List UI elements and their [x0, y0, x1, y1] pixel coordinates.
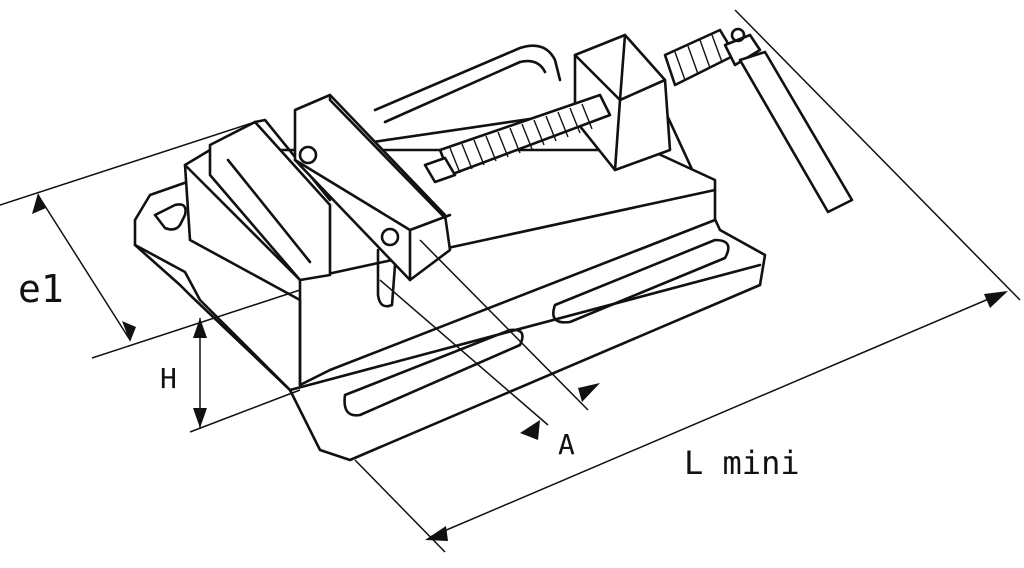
- jaw-pin-lower: [380, 227, 400, 247]
- guide-rail: [373, 44, 562, 124]
- label-l-mini: L mini: [684, 444, 800, 482]
- a-arrow-right: [578, 383, 600, 402]
- e1-arrow-bottom: [122, 321, 136, 342]
- lead-screw: [438, 28, 737, 177]
- a-arrow-left: [520, 420, 540, 440]
- base-slot-left: [153, 203, 187, 231]
- h-arrow-top: [193, 318, 207, 338]
- label-e1: e1: [18, 267, 64, 311]
- base-slot-rear: [552, 238, 730, 324]
- e1-arrow-top: [32, 193, 46, 214]
- label-h: H: [160, 362, 177, 395]
- e1-dimension-line: [37, 194, 131, 341]
- label-a: A: [558, 428, 575, 461]
- h-arrow-bottom: [193, 408, 207, 428]
- vise-illustration: [133, 27, 854, 462]
- l-mini-dimension-line: [429, 291, 1006, 538]
- base-plate-edge: [133, 243, 762, 392]
- l-mini-arrow-right: [984, 291, 1008, 308]
- jaw-pin-upper: [298, 145, 318, 165]
- crank-handle: [723, 27, 854, 214]
- rear-block-edge: [573, 33, 667, 172]
- l-mini-arrow-left: [425, 526, 448, 541]
- moving-jaw-face: [293, 93, 452, 282]
- dimension-labels: e1 H A L mini: [18, 267, 800, 482]
- dimension-lines: [0, 9, 1021, 553]
- base-slot-front: [343, 328, 524, 417]
- moving-jaw-collar: [423, 156, 457, 184]
- jaw-slot: [376, 248, 397, 308]
